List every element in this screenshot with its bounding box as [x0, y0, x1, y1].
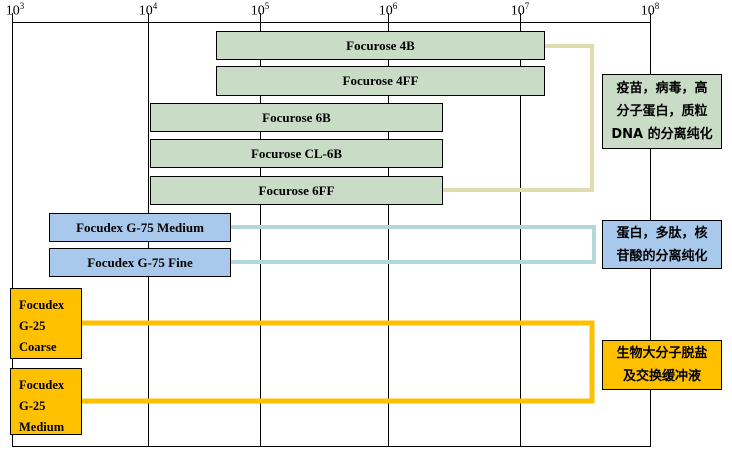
x-tick-label-1e7: 107: [510, 1, 530, 19]
bar-focudex-g75-medium: Focudex G-75 Medium: [49, 213, 231, 242]
plot-border-left: [12, 22, 13, 446]
x-axis-tick: [388, 13, 389, 22]
x-tick-label-1e6: 106: [378, 1, 398, 19]
bar-label-line: G-25: [19, 319, 46, 333]
x-tick-label-1e4: 104: [138, 1, 158, 19]
bar-focurose-4ff: Focurose 4FF: [216, 66, 545, 96]
annotation-line: 分子蛋白，质粒: [616, 104, 708, 119]
bar-focurose-4b: Focurose 4B: [216, 31, 545, 60]
bar-focurose-6ff: Focurose 6FF: [150, 176, 443, 205]
bar-label-line: Focudex: [19, 378, 65, 392]
annotation-focurose-applications: 疫苗，病毒，高 分子蛋白，质粒 DNA 的分离纯化: [602, 74, 722, 149]
x-axis-tick: [520, 13, 521, 22]
x-axis-tick: [260, 13, 261, 22]
bar-focudex-g75-fine: Focudex G-75 Fine: [49, 248, 231, 277]
gridline-1e7: [520, 22, 521, 446]
bar-focudex-g25-medium: Focudex G-25 Medium: [10, 368, 82, 435]
annotation-g75-applications: 蛋白，多肽，核 苷酸的分离纯化: [602, 220, 722, 269]
g75-group-bracket: [231, 225, 596, 264]
bar-label-line: Focudex: [19, 298, 65, 312]
annotation-line: 疫苗，病毒，高: [616, 81, 708, 96]
annotation-line: DNA 的分离纯化: [611, 127, 713, 142]
annotation-line: 生物大分子脱盐: [616, 346, 708, 361]
x-axis-tick: [148, 13, 149, 22]
focurose-group-bracket: [443, 44, 594, 192]
x-tick-label-1e5: 105: [250, 1, 270, 19]
bar-focurose-cl-6b: Focurose CL-6B: [150, 139, 443, 168]
x-axis-tick: [650, 13, 651, 22]
x-axis-tick: [12, 13, 13, 22]
bar-label-line: G-25: [19, 399, 46, 413]
bar-focudex-g25-coarse: Focudex G-25 Coarse: [10, 288, 82, 359]
bar-label-line: Medium: [19, 420, 65, 434]
annotation-line: 苷酸的分离纯化: [616, 248, 708, 264]
x-tick-label-1e3: 103: [5, 1, 25, 19]
plot-border-bottom: [12, 446, 651, 447]
gridline-1e5: [260, 22, 261, 446]
annotation-line: 蛋白，多肽，核: [616, 225, 708, 241]
g25-group-bracket: [82, 320, 595, 404]
x-tick-label-1e8: 108: [640, 1, 660, 19]
annotation-line: 及交换缓冲液: [622, 369, 701, 384]
annotation-g25-applications: 生物大分子脱盐 及交换缓冲液: [602, 340, 722, 390]
gridline-1e6: [388, 22, 389, 446]
bar-label-line: Coarse: [19, 340, 57, 354]
bar-focurose-6b: Focurose 6B: [150, 103, 443, 132]
x-axis-line: [12, 22, 651, 23]
